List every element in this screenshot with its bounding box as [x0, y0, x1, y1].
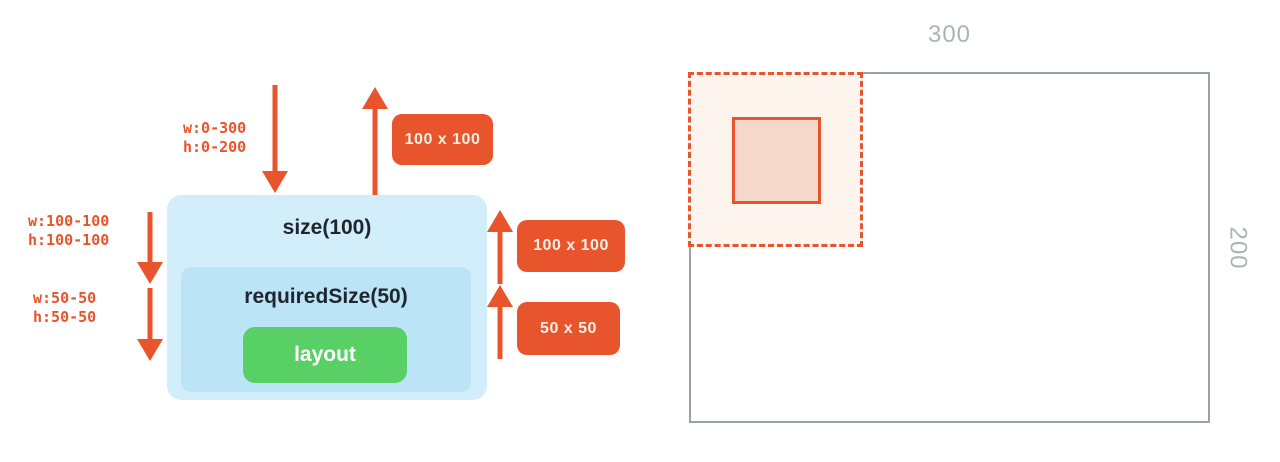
required-size-result-arrow-icon	[487, 285, 513, 359]
required-constraints-height: h:50-50	[33, 308, 97, 326]
incoming-constraints-label: w:0-300 h:0-200	[183, 119, 246, 157]
incoming-constraints-width: w:0-300	[183, 119, 247, 137]
required-size-result-badge: 50 x 50	[517, 302, 620, 355]
size-constraints-label: w:100-100 h:100-100	[28, 212, 109, 250]
required-constraints-arrow-icon	[137, 288, 163, 361]
layout-node-label: layout	[294, 343, 356, 366]
size-result-badge: 100 x 100	[517, 220, 625, 272]
required-constraints-width: w:50-50	[33, 289, 97, 307]
measured-size-badge-top: 100 x 100	[392, 114, 493, 165]
parent-width-label: 300	[927, 21, 972, 48]
required-constraints-label: w:50-50 h:50-50	[33, 289, 96, 327]
parent-height-label: 200	[1224, 225, 1252, 270]
incoming-constraints-height: h:0-200	[183, 138, 247, 156]
layout-node-box: layout	[243, 327, 407, 383]
size-constraints-arrow-icon	[137, 212, 163, 284]
size-modifier-label: size(100)	[282, 216, 372, 239]
required-size-modifier-label: requiredSize(50)	[244, 285, 408, 308]
measured-size-out-arrow-icon	[362, 87, 388, 195]
constraints-in-arrow-icon	[262, 85, 288, 193]
size-result-arrow-icon	[487, 210, 513, 284]
size-constraints-height: h:100-100	[28, 231, 110, 249]
size-constraints-width: w:100-100	[28, 212, 110, 230]
required-size-rect	[732, 117, 821, 204]
